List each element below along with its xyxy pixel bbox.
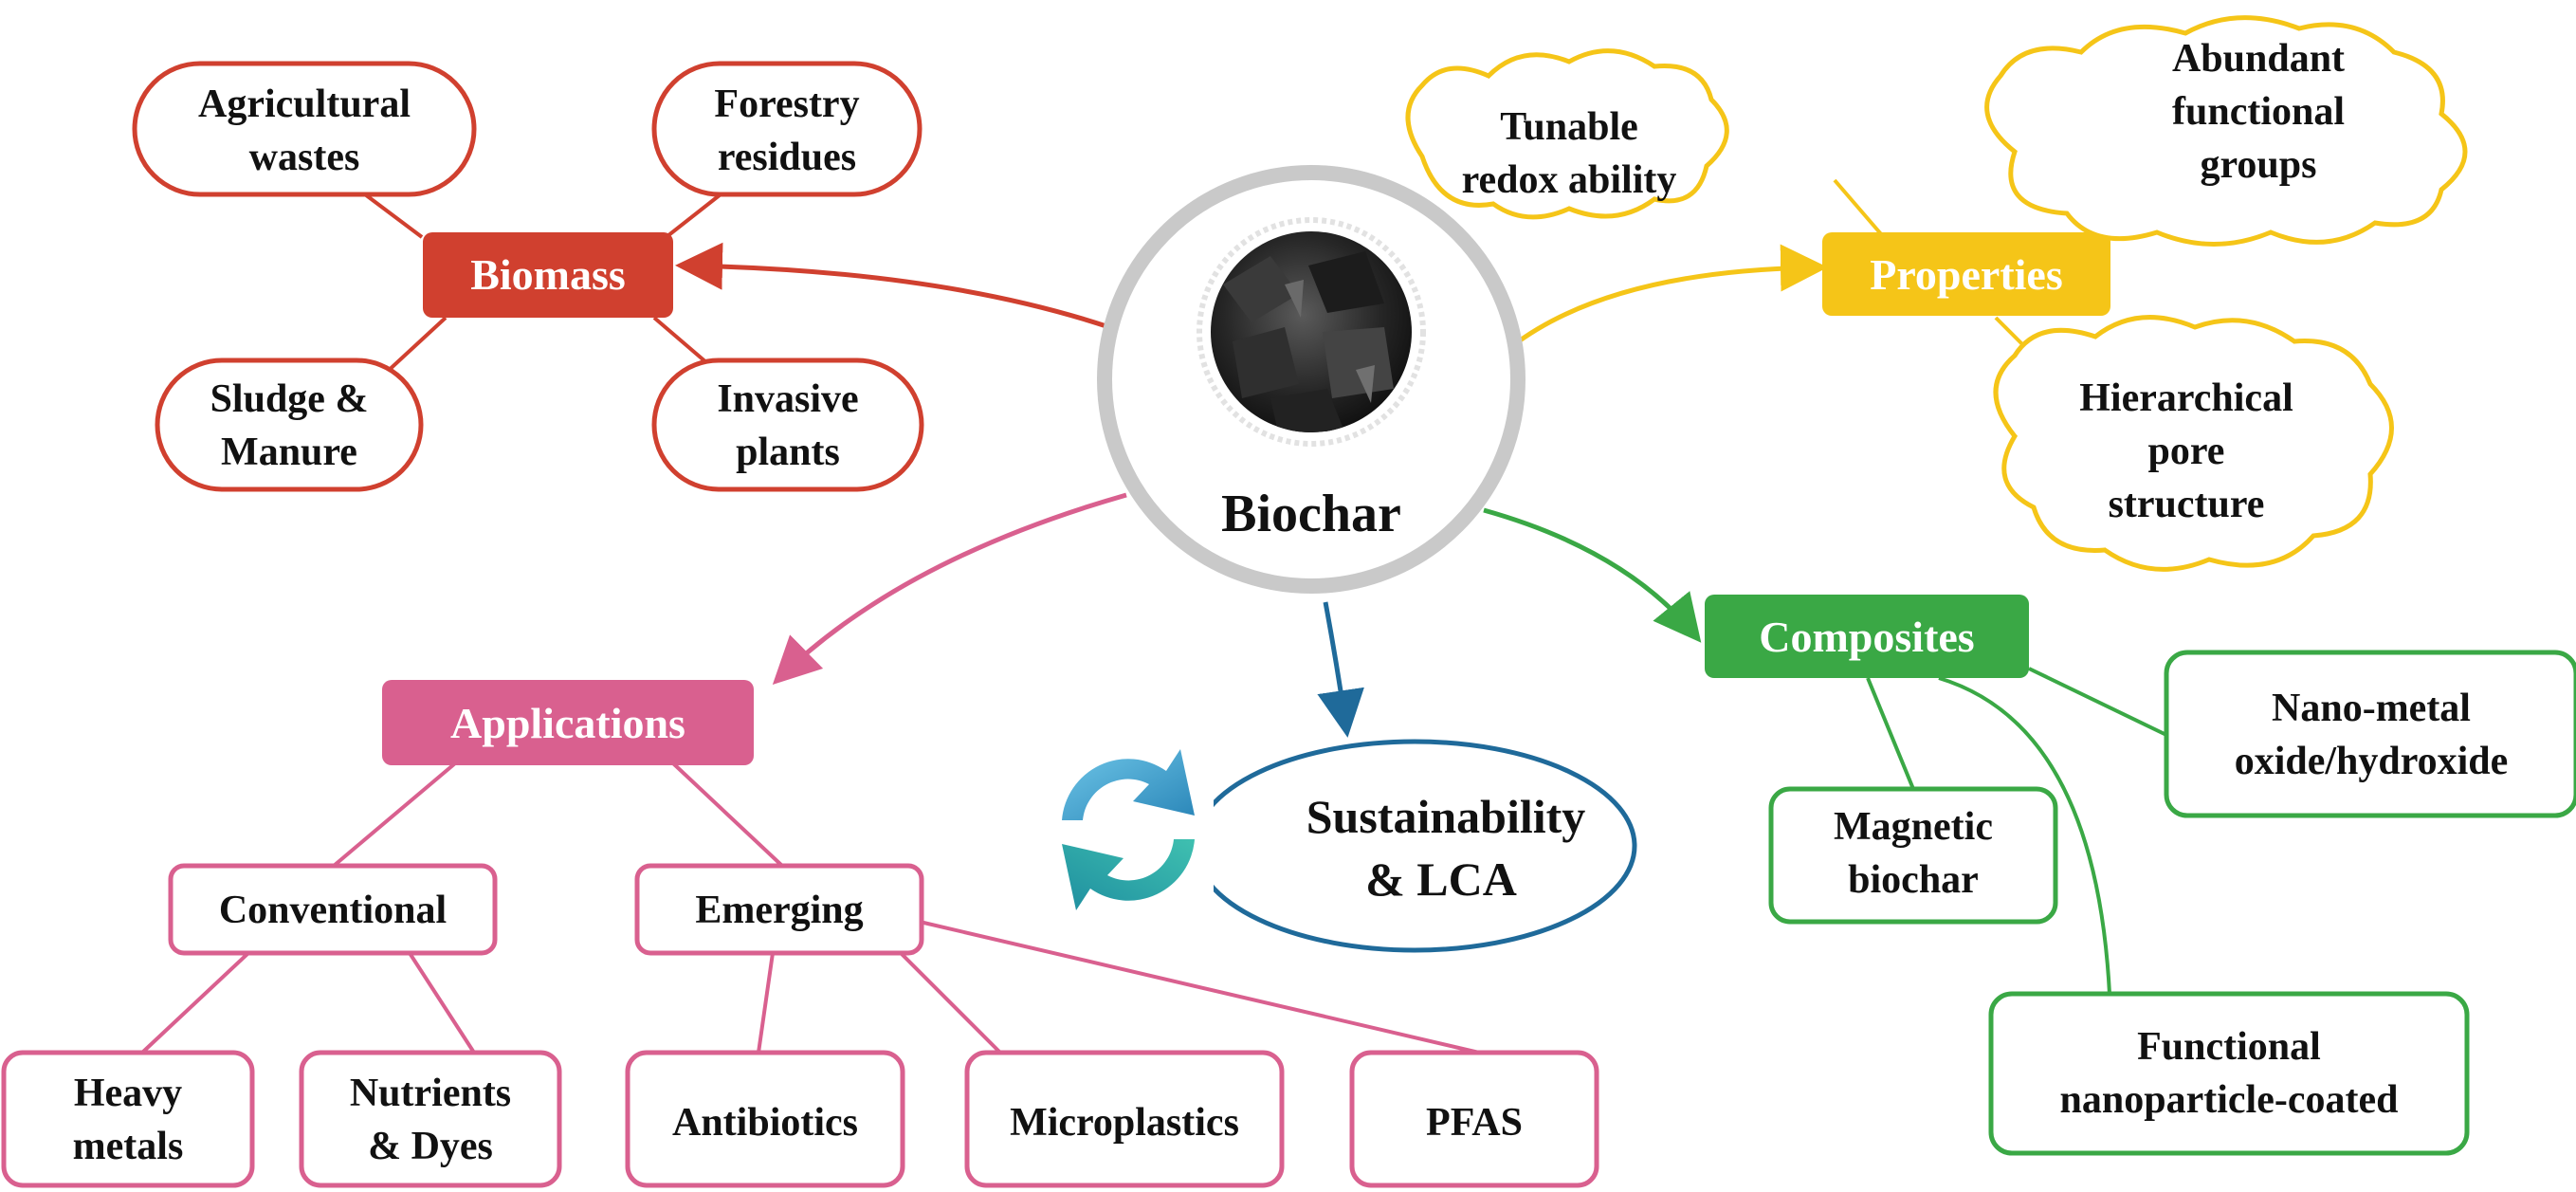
composites-item-magnetic xyxy=(1768,786,2058,925)
arrow-to-properties xyxy=(1510,244,1828,348)
applications-item-pfas xyxy=(1349,1050,1599,1188)
sustainability-label: Sustainability& LCA xyxy=(1306,790,1586,906)
biomass-item-invasive xyxy=(651,358,924,492)
properties-header xyxy=(1822,232,2110,316)
center-label: Biochar xyxy=(1221,485,1401,543)
applications-item-label: PFAS xyxy=(1426,1101,1523,1145)
properties-header-label: Properties xyxy=(1870,250,2063,299)
arrow-to-biomass xyxy=(675,242,1110,330)
center-biochar: Biochar xyxy=(1097,165,1526,594)
arrow-to-sustainability xyxy=(1317,601,1364,738)
arrow-to-composites xyxy=(1483,507,1702,643)
applications-conventional xyxy=(168,863,498,956)
applications-item-label: Antibiotics xyxy=(672,1101,858,1145)
applications-conventional-label: Conventional xyxy=(219,889,447,932)
applications-header xyxy=(382,680,754,765)
composites-header xyxy=(1705,595,2029,678)
arrow-to-applications xyxy=(772,492,1127,685)
applications-item-microplastics xyxy=(964,1050,1285,1188)
applications-emerging xyxy=(634,863,924,956)
recycle-arrows-icon xyxy=(1043,725,1214,939)
applications-item-nutrients-dyes xyxy=(299,1050,562,1188)
biomass-item-sludge xyxy=(155,358,424,492)
applications-emerging-label: Emerging xyxy=(695,889,863,932)
applications-item-heavy-metals xyxy=(1,1050,255,1188)
biomass-item-label: Sludge &Manure xyxy=(210,377,369,474)
biomass-item-forestry xyxy=(651,61,923,197)
biomass-item-agricultural xyxy=(132,61,477,197)
sustainability-ellipse xyxy=(1192,739,1637,953)
composites-item-nano-metal xyxy=(2164,650,2576,818)
composites-header-label: Composites xyxy=(1759,613,1974,661)
applications-header-label: Applications xyxy=(450,699,685,747)
main-arrows xyxy=(675,242,1828,738)
applications-item-label: Nutrients& Dyes xyxy=(350,1072,511,1168)
applications-branch: Applications Conventional Emerging Heavy… xyxy=(1,680,1599,1188)
biomass-header-label: Biomass xyxy=(470,250,626,299)
biomass-header xyxy=(423,232,673,318)
biochar-photo xyxy=(1211,231,1412,432)
sustainability-node: Sustainability& LCA xyxy=(1043,725,1637,953)
applications-item-antibiotics xyxy=(625,1050,905,1188)
composites-item-functional xyxy=(1988,991,2470,1156)
applications-item-label: Microplastics xyxy=(1010,1101,1239,1145)
